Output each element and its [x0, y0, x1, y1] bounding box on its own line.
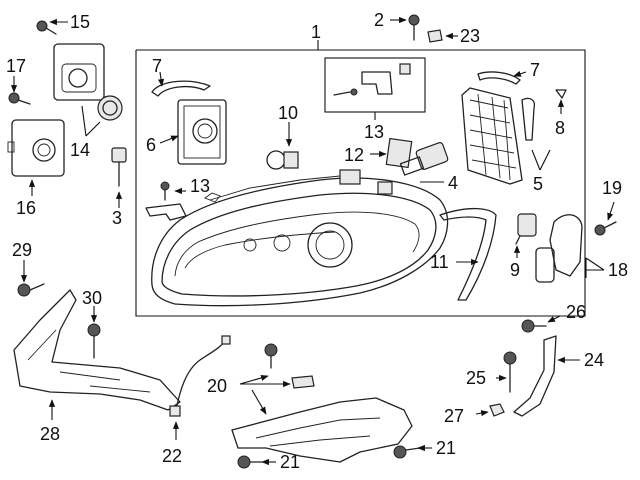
trim-strip-11 — [439, 207, 497, 301]
callout-17: 17 — [6, 56, 26, 76]
callout-28: 28 — [40, 424, 60, 444]
rear-cover-6 — [177, 99, 227, 165]
callout-25: 25 — [466, 368, 486, 388]
bolt-30 — [87, 323, 101, 359]
bolt-21-left — [237, 455, 263, 469]
callout-15: 15 — [70, 12, 90, 32]
screw-15 — [36, 20, 57, 35]
screw-19 — [594, 221, 617, 236]
nut-27 — [489, 403, 505, 417]
callout-2: 2 — [374, 10, 384, 30]
harness-22 — [169, 335, 231, 417]
callout-26: 26 — [566, 302, 586, 322]
screw-2 — [408, 14, 420, 41]
callout-1: 1 — [311, 22, 321, 42]
callout-11: 11 — [430, 252, 449, 272]
rear-cover-5 — [461, 87, 523, 185]
bracket-28 — [13, 289, 181, 411]
headlamp-housing — [151, 169, 449, 307]
ballast-14 — [53, 43, 123, 121]
callout-13-lower: 13 — [190, 176, 210, 196]
callout-27: 27 — [444, 406, 464, 426]
callout-6: 6 — [146, 135, 156, 155]
bulb-9 — [515, 213, 537, 245]
seal-7-right — [477, 71, 521, 85]
callout-14: 14 — [70, 140, 90, 160]
callout-7-right: 7 — [530, 60, 540, 80]
bolt-21-right — [393, 445, 421, 459]
seal-7-left — [151, 80, 211, 97]
socket-4 — [399, 142, 449, 176]
bulb-10 — [266, 150, 299, 170]
clip-8 — [521, 89, 567, 141]
callout-7-left: 7 — [152, 56, 162, 76]
callout-21-right: 21 — [436, 438, 456, 458]
callout-3: 3 — [112, 208, 122, 228]
callout-23: 23 — [460, 26, 480, 46]
bolt-20 — [264, 343, 315, 389]
callout-20: 20 — [207, 376, 227, 396]
callout-5: 5 — [533, 174, 543, 194]
callout-12: 12 — [344, 145, 364, 165]
bracket-kit-subframe — [324, 57, 426, 120]
callout-4: 4 — [448, 173, 458, 193]
bolt-3 — [111, 147, 127, 187]
bracket-24 — [513, 335, 557, 417]
callout-30: 30 — [82, 288, 102, 308]
callout-21-left: 21 — [280, 452, 300, 472]
plug-23 — [427, 29, 443, 43]
callout-19: 19 — [602, 178, 622, 198]
screw-26 — [521, 319, 547, 333]
callout-9: 9 — [510, 260, 520, 280]
callout-22: 22 — [162, 446, 182, 466]
module-16 — [7, 119, 65, 177]
screw-17 — [8, 92, 31, 105]
bolt-25 — [503, 351, 517, 393]
screw-29 — [17, 283, 45, 297]
bracket-21 — [231, 397, 413, 463]
callout-16: 16 — [16, 198, 36, 218]
module-12 — [385, 137, 413, 169]
housing-18 — [535, 214, 583, 283]
callout-18: 18 — [608, 260, 628, 280]
bracket-13-upper — [333, 63, 411, 96]
callout-10: 10 — [278, 103, 298, 123]
headlamp-assembly-frame — [135, 40, 586, 317]
callout-13-upper: 13 — [364, 122, 384, 142]
bracket-13-lower — [145, 181, 187, 221]
callout-8: 8 — [555, 118, 565, 138]
callout-29: 29 — [12, 240, 32, 260]
callout-24: 24 — [584, 350, 604, 370]
